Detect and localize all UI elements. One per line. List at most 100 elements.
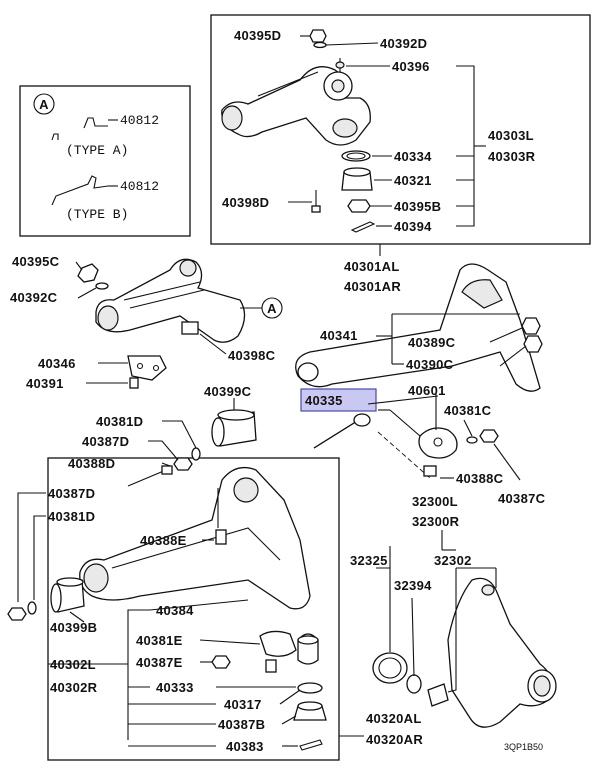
label-40384: 40384 — [156, 603, 194, 618]
cam-plate-40381c — [418, 427, 458, 459]
label-40303L: 40303L — [488, 128, 534, 143]
label-40387E: 40387E — [136, 655, 183, 670]
label-40381D-a: 40381D — [96, 414, 143, 429]
label-40390C: 40390C — [406, 357, 454, 372]
ring-32394 — [406, 674, 422, 694]
inset-badge-circle — [33, 93, 55, 115]
label-40303R: 40303R — [488, 149, 536, 164]
bracket-40381e — [259, 630, 297, 657]
label-40383: 40383 — [226, 739, 264, 754]
bolt-40389c — [521, 317, 541, 335]
nut-40395d — [309, 29, 327, 43]
label-40395D: 40395D — [234, 28, 281, 43]
label-40320AR: 40320AR — [366, 732, 423, 747]
inset-part-2: 40812 — [120, 179, 159, 194]
plate-and-bolt — [86, 355, 167, 389]
upper-arm-assembled: A — [75, 258, 283, 355]
far-left-fasteners — [7, 492, 46, 621]
clip-type-a-small-icon — [51, 133, 59, 141]
label-40399C: 40399C — [204, 384, 252, 399]
upper-control-arm-assembled — [95, 258, 246, 343]
plate-40346 — [127, 355, 167, 381]
lower-left-fasteners — [127, 420, 201, 487]
label-40317: 40317 — [224, 697, 262, 712]
washer-40381d — [191, 447, 201, 461]
label-40398C: 40398C — [228, 348, 276, 363]
bolt-40388c — [423, 465, 437, 477]
label-40341: 40341 — [320, 328, 358, 343]
label-40320AL: 40320AL — [366, 711, 422, 726]
label-32300R: 32300R — [412, 514, 460, 529]
washer-40381d-b — [27, 601, 37, 615]
label-32300L: 32300L — [412, 494, 458, 509]
washer-40392c — [95, 282, 109, 290]
label-40396: 40396 — [392, 59, 430, 74]
cotter-pin-40383 — [299, 739, 323, 751]
label-40334: 40334 — [394, 149, 432, 164]
label-40388E: 40388E — [140, 533, 187, 548]
lower-leaders — [48, 488, 364, 747]
inset-badge-label: A — [39, 97, 49, 112]
label-40302R: 40302R — [50, 680, 98, 695]
label-40321: 40321 — [394, 173, 432, 188]
diagram-code: 3QP1B50 — [504, 742, 543, 752]
upper-arm-top — [221, 29, 376, 233]
bushing-40399c — [211, 398, 257, 447]
label-40387C: 40387C — [498, 491, 546, 506]
label-40387D-b: 40387D — [48, 486, 95, 501]
bolt-40398c — [181, 321, 199, 335]
label-40388D: 40388D — [68, 456, 115, 471]
label-40346: 40346 — [38, 356, 76, 371]
highlight-40335 — [300, 388, 377, 412]
cotter-pin-40394 — [350, 221, 376, 233]
nut-40387d-b — [7, 607, 27, 621]
clip-type-b-icon — [51, 175, 109, 206]
label-40301AL: 40301AL — [344, 259, 400, 274]
boot-40317 — [297, 682, 323, 694]
label-40301AR: 40301AR — [344, 279, 401, 294]
nut-40395c — [77, 263, 99, 283]
label-40392C: 40392C — [10, 290, 58, 305]
label-40387B: 40387B — [218, 717, 265, 732]
label-32394: 32394 — [394, 578, 432, 593]
label-40391: 40391 — [26, 376, 64, 391]
bolt-40388e — [215, 529, 227, 545]
upper-arm-assembly-box — [210, 14, 591, 245]
nut-40387c — [479, 429, 499, 443]
label-40335: 40335 — [305, 393, 343, 408]
label-32325: 32325 — [350, 553, 388, 568]
inset-part-1: 40812 — [120, 113, 159, 128]
label-40302L: 40302L — [50, 657, 96, 672]
seal-32325 — [372, 652, 408, 684]
label-40395C: 40395C — [12, 254, 60, 269]
label-40387D-a: 40387D — [82, 434, 129, 449]
top-leaders — [288, 35, 486, 256]
label-40398D: 40398D — [222, 195, 269, 210]
inset-type-1: (TYPE A) — [66, 143, 128, 158]
steering-knuckle — [372, 530, 557, 728]
cam-bolt-40335 — [313, 395, 439, 479]
inset-box — [19, 85, 191, 237]
label-40381C: 40381C — [444, 403, 492, 418]
knuckle-32302 — [447, 577, 554, 728]
crossmember — [295, 263, 543, 392]
nut-40395b — [347, 199, 371, 213]
callout-badge-label: A — [267, 301, 277, 316]
label-40388C: 40388C — [456, 471, 504, 486]
cam-plate — [418, 394, 521, 481]
label-32302: 32302 — [434, 553, 472, 568]
label-40333: 40333 — [156, 680, 194, 695]
clip-type-a-icon — [83, 117, 108, 129]
label-40395B: 40395B — [394, 199, 441, 214]
label-40399B: 40399B — [50, 620, 97, 635]
label-40601: 40601 — [408, 383, 446, 398]
lower-control-arm — [50, 466, 327, 751]
inset-panel: A 40812 (TYPE A) 40812 (TYPE B) — [33, 93, 159, 222]
nut-40387d — [173, 457, 193, 471]
inset-type-2: (TYPE B) — [66, 207, 128, 222]
lower-arm-40302 — [79, 466, 311, 610]
label-40381D-b: 40381D — [48, 509, 95, 524]
label-40392D: 40392D — [380, 36, 427, 51]
nut-40390c — [523, 335, 543, 353]
